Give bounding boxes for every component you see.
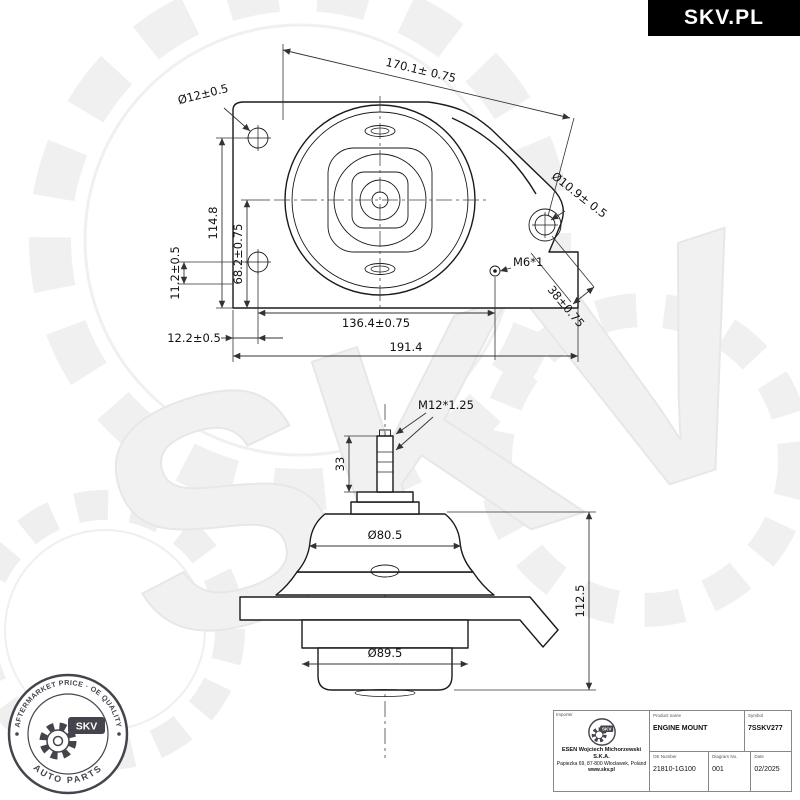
dim-112-label: 112.5 bbox=[573, 585, 587, 618]
stud-outline bbox=[376, 435, 394, 493]
dim-m12-label: M12*1.25 bbox=[418, 398, 474, 412]
symbol-cell: Symbol 7SSKV277 bbox=[744, 711, 791, 751]
skirt-outline bbox=[275, 571, 495, 596]
base-plate-outline bbox=[239, 596, 559, 648]
dim-hole12-label: Ø12±0.5 bbox=[176, 81, 229, 107]
product-name-value: ENGINE MOUNT bbox=[653, 725, 708, 732]
side-view-dimensions: M12*1.25 33 Ø80.5 Ø89.5 112.5 bbox=[302, 398, 596, 691]
title-block: Importer SKV ESEN Wojciech Michorzewski … bbox=[553, 710, 792, 792]
dim-191-label: 191.4 bbox=[390, 340, 423, 354]
date-label: Date bbox=[754, 753, 764, 759]
symbol-label: Symbol bbox=[748, 713, 764, 718]
skv-logo: SKV bbox=[587, 718, 616, 746]
oe-number-label: OE Number bbox=[653, 753, 677, 759]
symbol-value: 7SSKV277 bbox=[748, 725, 783, 732]
logo-brand-text: SKV bbox=[601, 727, 611, 732]
dim-80-label: Ø80.5 bbox=[368, 528, 403, 542]
dim-11-label: 11.2±0.5 bbox=[168, 246, 182, 300]
stamp-gear-icon bbox=[39, 722, 77, 760]
importer-label: Importer bbox=[556, 712, 573, 717]
collar-lower bbox=[350, 501, 420, 515]
diagram-no-label: Diagram No. bbox=[712, 753, 738, 759]
brand-plate: SKV.PL bbox=[648, 0, 800, 36]
date-cell: Date 02/2025 bbox=[750, 751, 791, 791]
date-value: 02/2025 bbox=[754, 765, 780, 773]
dim-136-label: 136.4±0.75 bbox=[342, 316, 410, 330]
lower-cylinder bbox=[301, 619, 469, 649]
oe-number-value: 21810-1G100 bbox=[653, 765, 696, 773]
brand-text: SKV.PL bbox=[684, 6, 764, 29]
dim-33-label: 33 bbox=[333, 457, 347, 472]
watermark-gear-icon bbox=[478, 293, 800, 627]
collar-upper bbox=[356, 491, 414, 503]
lower-cup bbox=[317, 647, 453, 691]
dim-68-label: 68.2±0.75 bbox=[231, 224, 245, 285]
product-name-cell: Product name ENGINE MOUNT bbox=[650, 711, 744, 751]
stamp-brand-text: SKV bbox=[76, 721, 98, 733]
logo-gear-icon bbox=[591, 727, 607, 743]
oe-number-cell: OE Number 21810-1G100 bbox=[650, 752, 708, 792]
dim-12-2-label: 12.2±0.5 bbox=[167, 331, 221, 345]
dim-89-label: Ø89.5 bbox=[368, 646, 403, 660]
importer-address: Papiezka 69, 87-800 Włocławek, Poland bbox=[556, 760, 647, 767]
diagram-no-cell: Diagram No. 001 bbox=[708, 751, 750, 791]
bell-outline bbox=[296, 513, 474, 573]
quality-stamp: AFTERMARKET PRICE · OE QUALITY AUTO PART… bbox=[7, 673, 129, 795]
importer-website[interactable]: www.skv.pl bbox=[588, 767, 615, 774]
top-view bbox=[232, 96, 579, 312]
diagram-no-value: 001 bbox=[712, 765, 724, 773]
dim-170-label: 170.1± 0.75 bbox=[384, 55, 457, 85]
importer-company: ESEN Wojciech Michorzewski S.K.A. bbox=[561, 747, 642, 760]
dim-114-label: 114.8 bbox=[206, 207, 220, 240]
product-name-label: Product name bbox=[653, 713, 682, 718]
importer-cell: Importer SKV ESEN Wojciech Michorzewski … bbox=[554, 711, 650, 791]
